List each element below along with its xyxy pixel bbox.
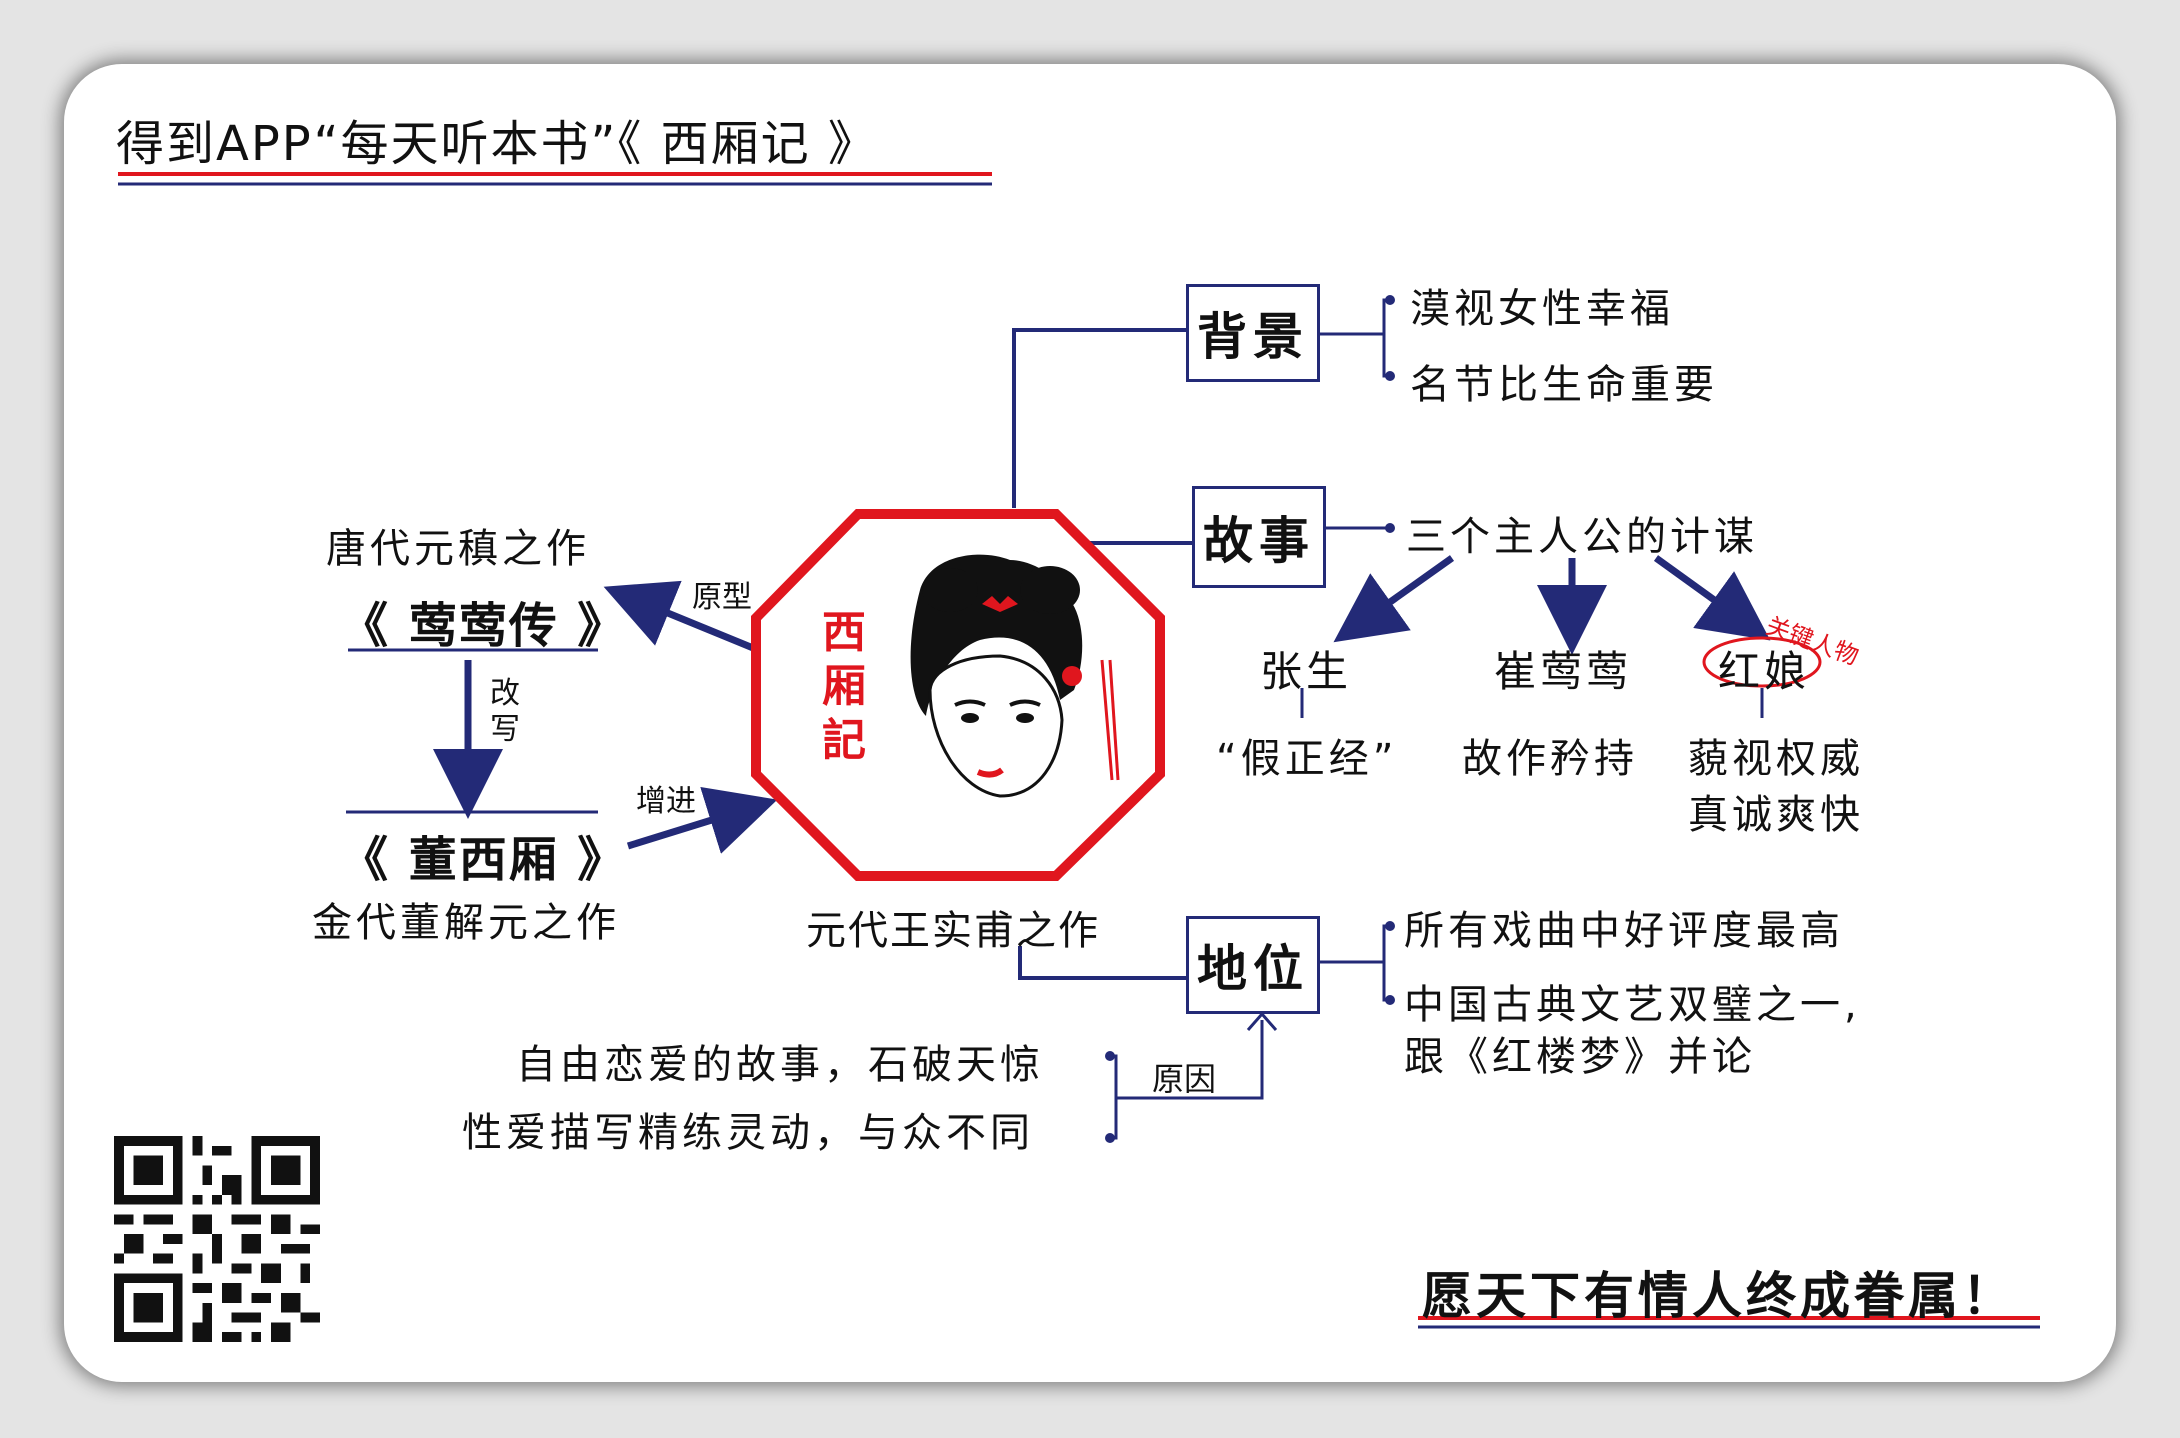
origin-book: 《 莺莺传 》 — [340, 586, 627, 656]
seal-text: 西厢記 — [822, 606, 872, 768]
derived-caption: 金代董解元之作 — [312, 890, 620, 948]
status-point: 中国古典文艺双璧之一, — [1404, 972, 1861, 1030]
link-rewrite: 改写 — [490, 676, 522, 748]
reason-item: 性爱描写精练灵动，与众不同 — [462, 1100, 1034, 1158]
character-trait: 故作矜持 — [1462, 726, 1638, 784]
page-title: 得到APP“每天听本书”《 西厢记 》 — [116, 104, 878, 174]
bullet — [1385, 523, 1395, 533]
bullet — [1385, 995, 1395, 1005]
bullet — [1385, 295, 1395, 305]
branch-background: 背景 — [1186, 284, 1320, 382]
bullet — [1105, 1051, 1115, 1061]
status-point: 跟《红楼梦》并论 — [1404, 1024, 1756, 1082]
bullet — [1385, 921, 1395, 931]
branch-story: 故事 — [1192, 486, 1326, 588]
center-caption: 元代王实甫之作 — [806, 898, 1100, 956]
background-point: 名节比生命重要 — [1410, 352, 1718, 410]
reason-label: 原因 — [1152, 1054, 1216, 1100]
origin-caption: 唐代元稹之作 — [326, 516, 590, 574]
footer-slogan: 愿天下有情人终成眷属！ — [1422, 1256, 2016, 1328]
bullet — [1385, 371, 1395, 381]
character-name: 张生 — [1260, 638, 1352, 699]
status-point: 所有戏曲中好评度最高 — [1404, 898, 1844, 956]
character-trait: “假正经” — [1216, 726, 1397, 784]
qr-code — [114, 1136, 320, 1342]
character-trait: 真诚爽快 — [1688, 782, 1864, 840]
arrow-hongniang — [1656, 558, 1742, 620]
background-point: 漠视女性幸福 — [1410, 276, 1674, 334]
bullet — [1105, 1133, 1115, 1143]
character-name: 崔莺莺 — [1494, 638, 1632, 699]
link-promote: 增进 — [636, 776, 696, 820]
link-prototype: 原型 — [692, 572, 752, 616]
branch-status: 地位 — [1186, 916, 1320, 1014]
reason-item: 自由恋爱的故事，石破天惊 — [516, 1032, 1044, 1090]
arrow-zhangsheng — [1362, 558, 1452, 622]
derived-book: 《 董西厢 》 — [340, 820, 627, 890]
story-summary: 三个主人公的计谋 — [1406, 504, 1758, 562]
line-to-background — [1014, 330, 1186, 508]
character-trait: 藐视权威 — [1688, 726, 1864, 784]
